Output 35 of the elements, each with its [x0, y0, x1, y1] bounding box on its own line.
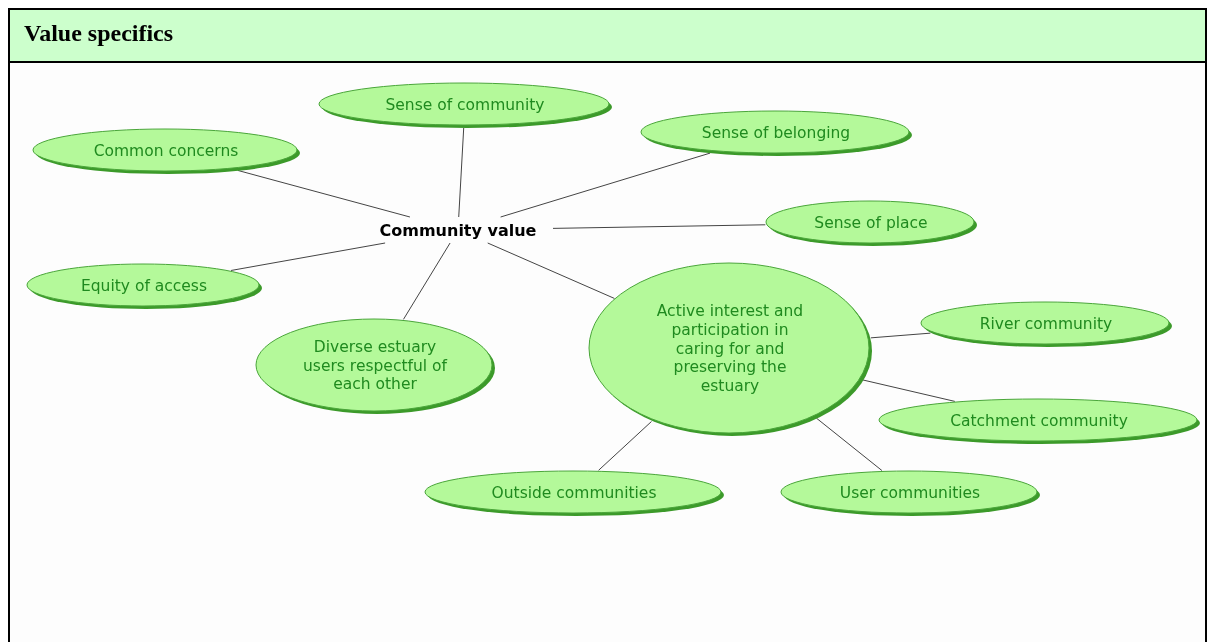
ellipse-node [424, 470, 724, 516]
ellipse-node [318, 82, 612, 128]
connector-line [230, 242, 386, 271]
connector-line [237, 169, 411, 218]
node-text: Active interest and participation in caring for and preserving the estuary [655, 301, 805, 397]
connector-line [500, 152, 711, 218]
connector-line [487, 242, 615, 299]
ellipse-node [920, 301, 1172, 347]
node-text: Catchment community [950, 411, 1128, 431]
node-text: Sense of community [385, 95, 545, 115]
connector-line [598, 421, 652, 471]
connector-line [458, 127, 465, 218]
ellipse-node [32, 128, 300, 174]
ellipse-node [255, 318, 495, 414]
node-text: Diverse estuary users respectful of each other [302, 337, 449, 395]
node-text: User communities [839, 483, 981, 503]
central-label: Community value [379, 220, 537, 240]
connector-line [862, 379, 956, 402]
ellipse-node [878, 398, 1200, 444]
ellipse-node [765, 200, 977, 246]
node-text: Common concerns [93, 141, 239, 161]
node-text: Sense of belonging [701, 123, 851, 143]
connector-line [815, 417, 883, 472]
node-text: Sense of place [814, 213, 928, 233]
node-text: Outside communities [491, 483, 657, 503]
connector-line [870, 332, 931, 339]
connector-line [552, 224, 766, 229]
node-text: River community [979, 314, 1113, 334]
node-text: Equity of access [80, 276, 207, 296]
ellipse-node [780, 470, 1040, 516]
ellipse-node [640, 110, 912, 156]
ellipse-node [26, 263, 262, 309]
connector-line [402, 242, 451, 320]
ellipse-node [588, 262, 872, 436]
title: Value specifics [24, 20, 174, 47]
